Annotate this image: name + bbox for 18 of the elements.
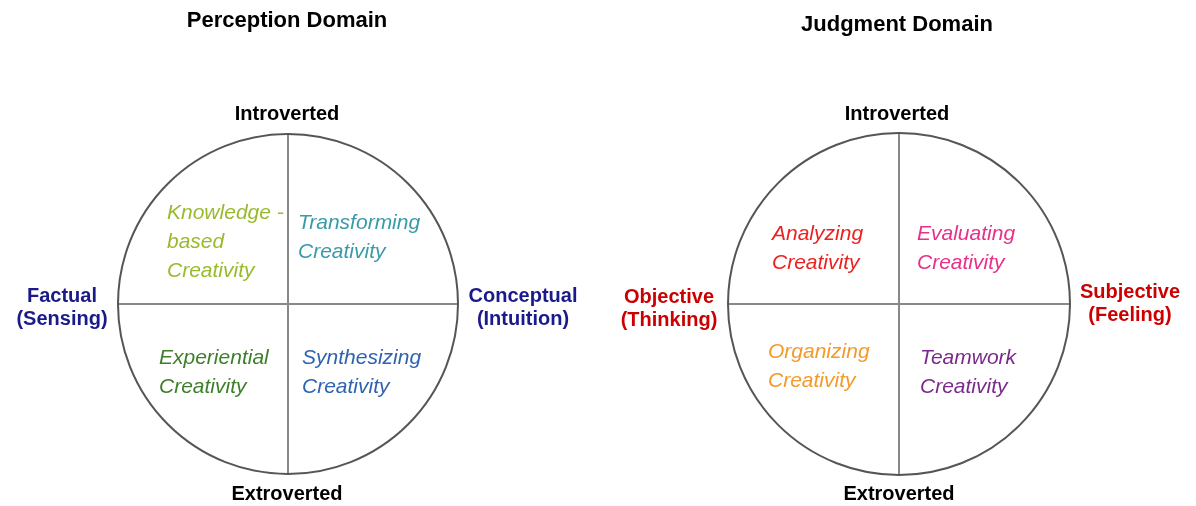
quadrant-label: Knowledge -based Creativity [167, 197, 297, 284]
axis-label: Factual (Sensing) [15, 284, 109, 330]
axis-label: Extroverted [230, 482, 344, 505]
axis-label: Introverted [233, 102, 341, 125]
quadrant-label: Experiential Creativity [159, 342, 289, 400]
domain-heading: Judgment Domain [800, 12, 994, 35]
axis-label: Objective (Thinking) [619, 285, 719, 331]
quadrant-label: Synthesizing Creativity [302, 342, 442, 400]
domain-heading: Perception Domain [185, 8, 389, 31]
quadrant-label: Evaluating Creativity [917, 218, 1057, 276]
axis-label: Conceptual (Intuition) [467, 284, 579, 330]
axis-label: Subjective (Feeling) [1078, 280, 1181, 326]
quadrant-label: Analyzing Creativity [772, 218, 902, 276]
quadrant-label: Teamwork Creativity [920, 342, 1060, 400]
quadrant-label: Transforming Creativity [298, 207, 438, 265]
axis-label: Introverted [843, 102, 951, 125]
axis-label: Extroverted [842, 482, 956, 505]
quadrant-label: Organizing Creativity [768, 336, 898, 394]
